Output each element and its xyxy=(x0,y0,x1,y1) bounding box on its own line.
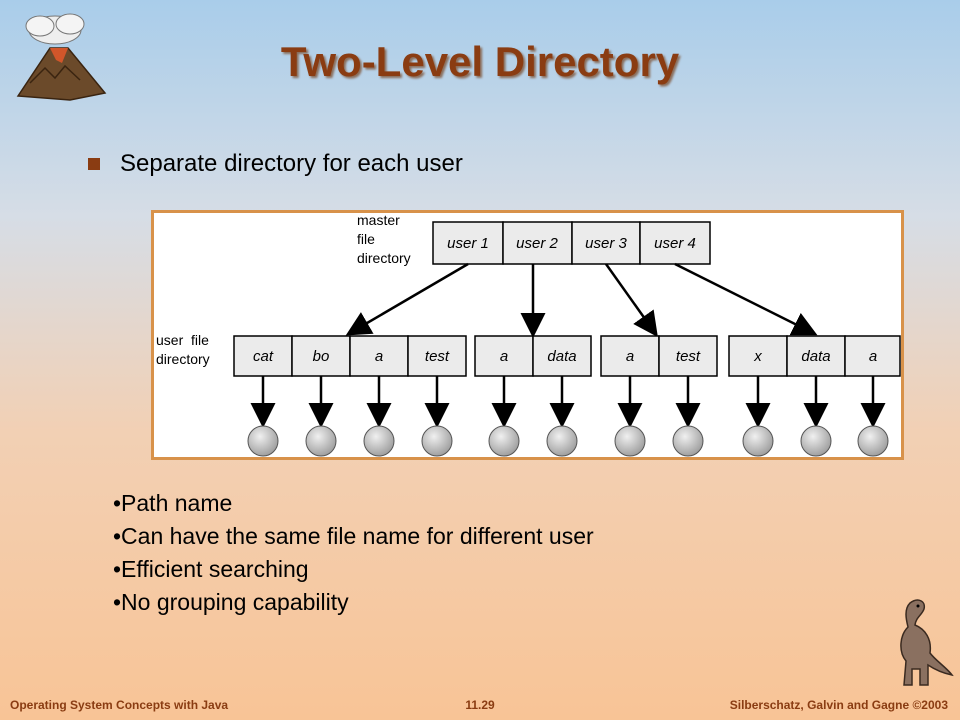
file-node xyxy=(672,425,704,457)
ufd-cell xyxy=(728,335,788,377)
master-file-directory: user 1 user 2 user 3 user 4 xyxy=(432,221,711,265)
file-node xyxy=(742,425,774,457)
user-file-directory-2: a data xyxy=(474,335,592,377)
footer-course-title: Operating System Concepts with Java xyxy=(10,698,229,712)
mfd-label-line-2: file xyxy=(357,231,375,247)
ufd-entry: test xyxy=(425,348,450,365)
file-node xyxy=(247,425,279,457)
file-node xyxy=(800,425,832,457)
mfd-pointer-arrow xyxy=(345,262,469,336)
file-node xyxy=(857,425,889,457)
footer-authors: Silberschatz, Galvin and Gagne ©2003 xyxy=(729,698,948,712)
mfd-label-line-3: directory xyxy=(357,250,411,266)
ufd-entry: data xyxy=(801,348,830,365)
file-node xyxy=(421,425,453,457)
slide-title: Two-Level Directory xyxy=(280,38,680,85)
ufd-entry: test xyxy=(676,348,701,365)
file-node xyxy=(488,425,520,457)
mfd-entry: user 2 xyxy=(516,235,558,252)
file-node xyxy=(305,425,337,457)
file-node xyxy=(614,425,646,457)
volcano-logo-icon xyxy=(10,8,110,108)
square-bullet-icon xyxy=(88,158,100,170)
sub-bullet-list: •Path name •Can have the same file name … xyxy=(113,487,594,619)
user-file-directory-4: x data a xyxy=(728,335,901,377)
mfd-cell xyxy=(502,221,573,265)
sub-bullet: •Efficient searching xyxy=(113,556,309,582)
mfd-pointer-arrow xyxy=(604,263,658,338)
user-file-directory-1: cat bo a test xyxy=(233,335,467,377)
file-node xyxy=(363,425,395,457)
mfd-entry: user 1 xyxy=(447,235,489,252)
sub-bullet: •Can have the same file name for differe… xyxy=(113,523,594,549)
ufd-cell xyxy=(407,335,467,377)
ufd-entry: a xyxy=(869,348,877,365)
two-level-directory-diagram: master file directory user file director… xyxy=(151,210,904,460)
ufd-entry: a xyxy=(375,348,383,365)
mfd-label-line-1: master xyxy=(357,213,400,228)
ufd-cell xyxy=(291,335,351,377)
ufd-entry: data xyxy=(547,348,576,365)
footer-page-number: 11.29 xyxy=(465,698,495,712)
ufd-entry: a xyxy=(500,348,508,365)
ufd-cell xyxy=(658,335,718,377)
ufd-entry: a xyxy=(626,348,634,365)
ufd-cell xyxy=(474,335,534,377)
mfd-pointer-arrow xyxy=(674,262,818,336)
file-node xyxy=(546,425,578,457)
user-file-directory-3: a test xyxy=(600,335,718,377)
mfd-entry: user 3 xyxy=(585,235,627,252)
ufd-label-line-1: user file xyxy=(156,332,209,348)
ufd-entry: bo xyxy=(313,348,330,365)
file-nodes xyxy=(247,376,889,457)
mfd-entry: user 4 xyxy=(654,235,696,252)
ufd-entry: cat xyxy=(253,348,274,365)
main-bullet-text: Separate directory for each user xyxy=(120,150,463,177)
sub-bullet: •No grouping capability xyxy=(113,589,349,615)
sub-bullet: •Path name xyxy=(113,490,233,516)
main-bullet: Separate directory for each user xyxy=(88,150,463,178)
ufd-cell xyxy=(786,335,846,377)
dinosaur-mascot-icon xyxy=(880,595,955,695)
ufd-cell xyxy=(233,335,293,377)
ufd-label-line-2: directory xyxy=(156,351,210,367)
ufd-entry: x xyxy=(753,348,762,365)
